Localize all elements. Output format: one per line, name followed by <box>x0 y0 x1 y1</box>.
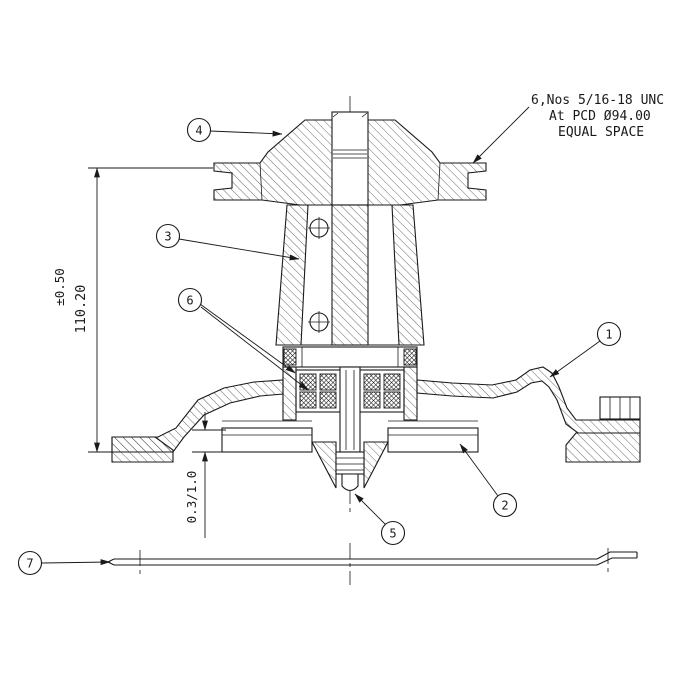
blade-side-view <box>106 551 638 566</box>
balloon-1: 1 <box>549 321 622 378</box>
housing-left-foot <box>111 436 174 463</box>
balloon-6: 6 <box>177 287 309 391</box>
dim-height-value: 110.20 <box>73 285 89 334</box>
balloon-1-label: 1 <box>605 328 612 342</box>
flange-plate <box>282 346 418 368</box>
spindle-tip <box>341 473 359 492</box>
seal-bearings <box>295 369 405 413</box>
dim-height: ±0.50 110.20 <box>52 167 213 453</box>
balloon-7-label: 7 <box>26 557 33 571</box>
balloon-7: 7 <box>17 550 111 576</box>
balloon-3: 3 <box>155 223 300 261</box>
housing-right-pad <box>599 396 641 420</box>
dim-height-tolerance: ±0.50 <box>52 268 67 306</box>
bearing-housing <box>275 204 425 346</box>
balloon-5-label: 5 <box>389 527 396 541</box>
thread-note-line3: EQUAL SPACE <box>558 125 644 140</box>
spindle-shaft-top <box>331 111 369 206</box>
housing-tube <box>282 366 418 421</box>
balloon-4: 4 <box>186 117 283 143</box>
spindle-lower <box>311 366 389 492</box>
balloon-2-label: 2 <box>501 499 508 513</box>
balloon-6-label: 6 <box>186 294 193 308</box>
balloon-5: 5 <box>354 493 406 546</box>
thread-note: 6,Nos 5/16-18 UNC At PCD Ø94.00 EQUAL SP… <box>472 93 664 164</box>
pulley <box>213 111 487 206</box>
dim-clearance: 0.3/1.0 <box>184 412 226 538</box>
dim-clearance-value: 0.3/1.0 <box>184 471 199 524</box>
bearing-ball-lower <box>308 311 330 333</box>
thread-note-line1: 6,Nos 5/16-18 UNC <box>531 93 664 108</box>
main-housing <box>111 366 641 463</box>
thread-note-line2: At PCD Ø94.00 <box>549 109 651 124</box>
spindle-shaft-mid <box>331 204 369 346</box>
balloon-4-label: 4 <box>195 124 202 138</box>
bearing-ball-upper <box>308 217 330 239</box>
spindle-nut <box>335 451 365 475</box>
balloon-3-label: 3 <box>164 230 171 244</box>
housing-right-foot <box>565 432 641 463</box>
balloon-2: 2 <box>459 443 518 518</box>
